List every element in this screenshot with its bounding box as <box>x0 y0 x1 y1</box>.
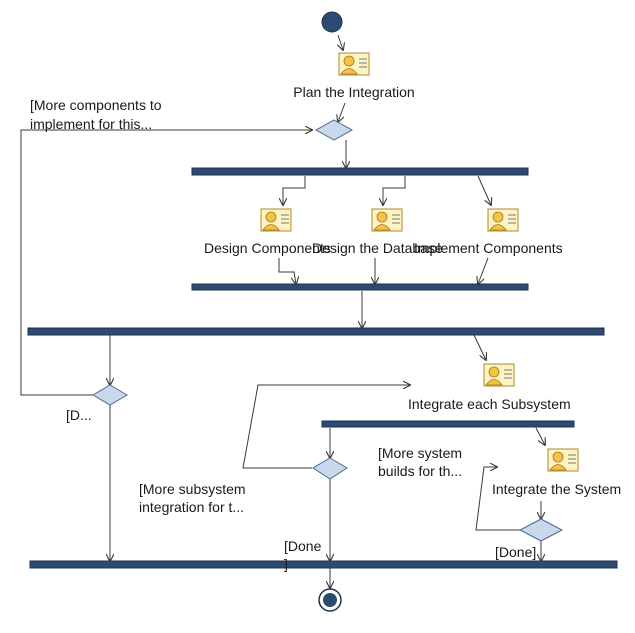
edge-loop-more-system <box>475 467 523 531</box>
guard-done-right: [Done] <box>495 544 536 560</box>
guard-done-mid-line2: ] <box>284 556 288 572</box>
activity-plan-integration[interactable]: Plan the Integration <box>293 52 415 100</box>
edge-fork3-to-integrate-system <box>535 427 545 445</box>
edge-fork-to-design-database <box>383 176 406 205</box>
activity-design-components[interactable]: Design Components <box>204 208 331 256</box>
activity-integrate-subsystem-icon <box>483 363 515 387</box>
activity-design-database-label: Design the Database <box>312 240 443 256</box>
guard-more-subsystem-line1: [More subsystem <box>139 481 246 497</box>
activity-plan-label: Plan the Integration <box>293 84 414 100</box>
edge-fork-to-design-components <box>283 176 306 205</box>
edge-plan-to-merge <box>338 102 346 122</box>
activity-integrate-system-icon <box>547 448 579 472</box>
decision-node-system[interactable] <box>518 518 564 542</box>
activity-implement-components-label: Implement Components <box>414 240 563 256</box>
guard-more-components-line1: [More components to <box>30 97 162 113</box>
fork-bar-components[interactable] <box>191 167 529 176</box>
guard-more-system-line1: [More system <box>378 445 462 461</box>
activity-design-components-label: Design Components <box>204 240 331 256</box>
final-node[interactable] <box>318 588 342 612</box>
activity-integrate-subsystem[interactable]: Integrate each Subsystem <box>408 363 571 412</box>
edge-loop-more-subsystem <box>242 385 410 469</box>
edge-fork-to-implement-components <box>477 175 491 205</box>
activity-design-database-icon <box>371 208 403 232</box>
guard-more-subsystem-line2: integration for t... <box>139 499 244 515</box>
decision-node-components[interactable] <box>92 384 128 406</box>
activity-integrate-system-label: Integrate the System <box>492 481 621 497</box>
edge-fork2-to-integrate-subsystem <box>473 334 486 360</box>
join-bar-final[interactable] <box>29 560 618 569</box>
guard-more-components-line2: implement for this... <box>30 116 152 132</box>
activity-design-database[interactable]: Design the Database <box>312 208 443 256</box>
activity-implement-components-icon <box>487 208 519 232</box>
activity-integrate-system[interactable]: Integrate the System <box>492 448 621 497</box>
merge-node-components[interactable] <box>314 119 354 141</box>
edges <box>20 34 545 588</box>
initial-node[interactable] <box>321 11 343 33</box>
activity-plan-icon <box>338 52 370 76</box>
edge-start-to-plan <box>338 34 343 50</box>
activity-design-components-icon <box>260 208 292 232</box>
edge-design-components-to-join <box>278 258 296 284</box>
activity-integrate-subsystem-label: Integrate each Subsystem <box>408 396 571 412</box>
edge-implement-to-join <box>478 257 489 284</box>
fork-bar-integration[interactable] <box>27 327 605 336</box>
guard-done-left: [D... <box>66 407 92 423</box>
join-bar-components[interactable] <box>191 283 529 291</box>
edge-loop-more-components <box>20 130 312 396</box>
guard-more-system-line2: builds for th... <box>378 463 462 479</box>
fork-bar-system[interactable] <box>321 420 575 428</box>
decision-node-subsystem[interactable] <box>312 457 348 480</box>
guard-done-mid-line1: [Done <box>284 538 322 554</box>
activity-implement-components[interactable]: Implement Components <box>414 208 563 256</box>
